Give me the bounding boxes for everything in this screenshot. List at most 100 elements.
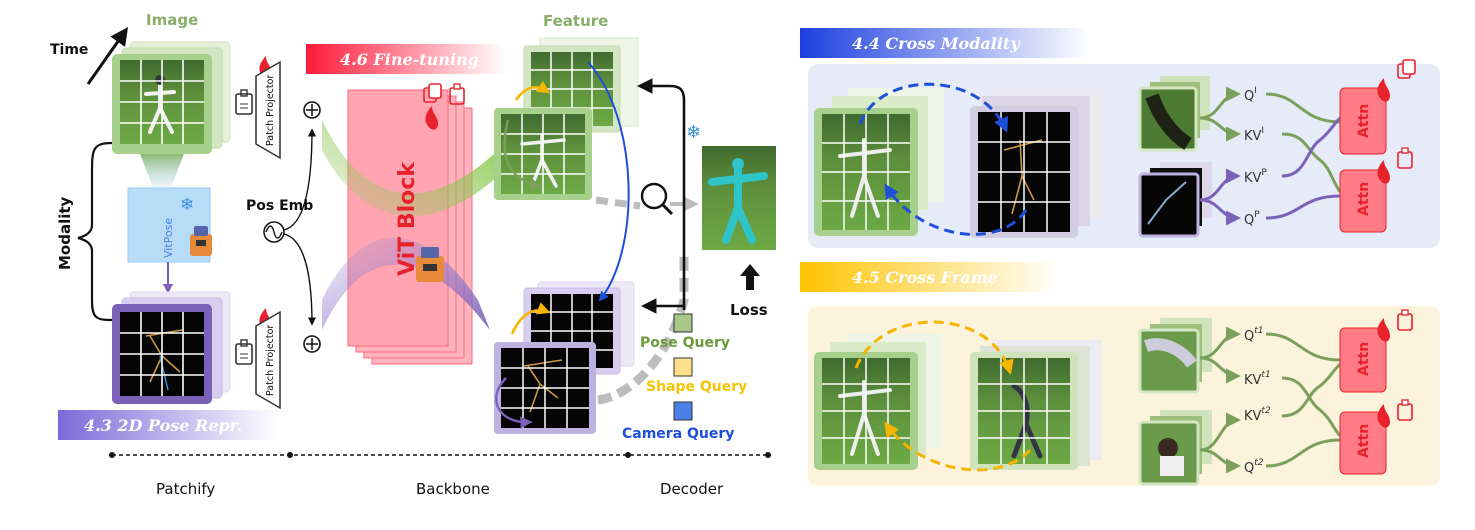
decoder-path (597, 250, 689, 405)
loss-arrow-icon (740, 264, 760, 290)
shape-query-token (673, 357, 693, 377)
camera-attention-arrow (587, 61, 630, 302)
fine-tuning-ribbon (306, 44, 506, 74)
loss-label: Loss (730, 301, 768, 319)
svg-text:Attn: Attn (1356, 104, 1372, 138)
cross-modality-panel (808, 64, 1440, 248)
snowflake-icon: ❄ (686, 122, 701, 143)
stage-marker (287, 452, 293, 458)
pose-repr-ribbon (58, 410, 278, 440)
stage-patchify: Patchify (156, 480, 215, 498)
image-frame-stack (814, 88, 944, 236)
modality-label: Modality (56, 196, 74, 270)
robot-icon (416, 247, 444, 282)
vitpose-label: VitPose (162, 218, 175, 258)
sine-wave-icon (263, 221, 285, 243)
cross-modality-arrow (884, 183, 1028, 236)
stage-marker (109, 452, 115, 458)
image-frame-stack (112, 41, 231, 154)
image-feature-stack (494, 37, 639, 200)
cross-modality-ribbon (800, 28, 1090, 58)
copy-icon (1397, 59, 1416, 79)
attn-input-connector (1265, 438, 1341, 468)
svg-text:Attn: Attn (1356, 424, 1372, 458)
attn-box: Attn (1339, 169, 1387, 233)
query-branch (1199, 198, 1241, 226)
attn-box: Attn (1339, 87, 1387, 155)
fine-tuning-title: 4.6 Fine-tuning (340, 50, 479, 69)
attn-input-connector (1281, 362, 1342, 418)
attn-input-connector (1265, 92, 1341, 124)
attn-input-connector (1281, 132, 1342, 193)
pose-repr-title: 4.3 2D Pose Repr. (84, 416, 242, 435)
vitpose-projection-cone (140, 154, 184, 190)
cross-frame-panel (808, 306, 1440, 486)
query-branch (1199, 116, 1241, 142)
snowflake-icon: ❄ (180, 195, 194, 215)
flame-icon (425, 106, 438, 130)
attn-input-connector (1281, 116, 1342, 178)
image-feature-band (322, 120, 498, 217)
flame-icon (1377, 404, 1390, 428)
camera-query-label: Camera Query (622, 426, 734, 442)
magnifier-icon (640, 182, 674, 216)
frame-t1-stack (814, 334, 942, 470)
decoder-feedback-arrow-top (636, 78, 686, 310)
token-q-p: QP (1244, 210, 1260, 228)
svg-text:Patch Projector: Patch Projector (265, 325, 276, 396)
attn-input-connector (1265, 332, 1341, 362)
frame-t1-patch-stack (1138, 318, 1212, 394)
cross-frame-title: 4.5 Cross Frame (852, 268, 998, 287)
token-q-t2: Qt2 (1244, 458, 1264, 476)
token-q-t1: Qt1 (1244, 326, 1264, 344)
time-label: Time (50, 42, 88, 58)
feature-label: Feature (543, 12, 608, 30)
query-branch (1199, 448, 1241, 474)
token-kv-t2: KVt2 (1244, 406, 1271, 424)
attn-box: Attn (1339, 411, 1387, 475)
cross-frame-arrow (854, 320, 1014, 375)
add-icon (303, 101, 321, 119)
stage-marker (625, 452, 631, 458)
cross-frame-arrow (884, 421, 1032, 472)
pose-patch-stack (1138, 162, 1212, 238)
clipboard-icon (235, 89, 253, 115)
cross-frame-ribbon (800, 262, 1060, 292)
stage-marker (765, 452, 771, 458)
clipboard-icon (449, 83, 465, 105)
pos-emb-arrow-down (283, 233, 317, 326)
add-icon (303, 335, 321, 353)
token-kv-t1: KVt1 (1244, 370, 1271, 388)
token-kv-i: KVI (1244, 126, 1264, 144)
patch-projector-bottom: Patch Projector (255, 310, 281, 410)
clipboard-icon (1397, 309, 1413, 331)
query-branch (1199, 356, 1241, 384)
frame-t2-stack (970, 340, 1102, 470)
clipboard-icon (1397, 147, 1413, 169)
image-patch-stack (1138, 76, 1210, 152)
frame-t2-patch-stack (1138, 410, 1212, 486)
vit-block (347, 89, 473, 365)
flame-icon (1377, 318, 1390, 342)
svg-text:Patch Projector: Patch Projector (265, 75, 276, 146)
pose-map-stack (970, 88, 1102, 238)
stage-backbone: Backbone (416, 480, 490, 498)
shape-query-label: Shape Query (646, 379, 747, 395)
pos-emb-label: Pos Emb (246, 198, 313, 214)
clipboard-icon (1397, 399, 1413, 421)
image-label: Image (146, 11, 198, 29)
flame-icon (1377, 160, 1390, 184)
cross-modality-title: 4.4 Cross Modality (852, 34, 1021, 53)
modality-brace (77, 141, 113, 322)
token-q-i: QI (1244, 86, 1257, 104)
pos-emb-arrow-up (283, 128, 317, 231)
token-kv-p: KVP (1244, 168, 1267, 186)
robot-icon (190, 226, 212, 256)
attn-input-connector (1281, 376, 1342, 437)
vit-block-label: ViT Block (395, 161, 420, 276)
cross-modality-arrow (858, 82, 1009, 133)
mesh-output-image (702, 146, 776, 250)
pose-query-token (673, 313, 693, 333)
patch-projector-top: Patch Projector (255, 60, 281, 160)
